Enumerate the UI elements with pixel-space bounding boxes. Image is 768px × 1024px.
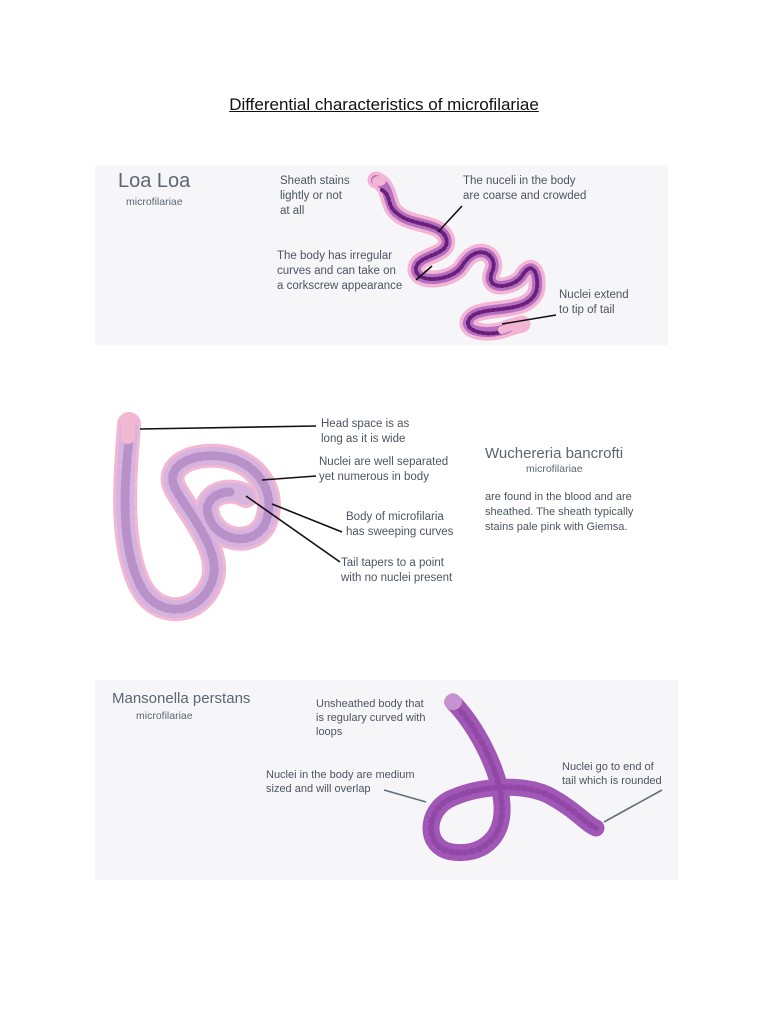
page-title: Differential characteristics of microfil… xyxy=(229,95,539,114)
loa-loa-worm-illustration xyxy=(367,171,546,341)
mansonella-title: Mansonella perstans xyxy=(112,690,251,707)
mansonella-nuclei-note: Nuclei in the body are medium sized and … xyxy=(266,769,415,795)
mansonella-pointer-lines xyxy=(383,789,663,823)
loa-loa-tail-note: Nuclei extend to tip of tail xyxy=(559,289,629,316)
wuchereria-nuclei-note: Nuclei are well separated yet numerous i… xyxy=(319,456,449,483)
wuchereria-head-note: Head space is as long as it is wide xyxy=(321,418,410,445)
loa-loa-title: Loa Loa xyxy=(118,170,191,192)
loa-loa-body-note: The body has irregular curves and can ta… xyxy=(277,250,403,292)
wuchereria-pointer-lines xyxy=(139,425,343,563)
loa-loa-sheath-note: Sheath stains lightly or not at all xyxy=(280,175,350,217)
wuchereria-tail-note: Tail tapers to a point with no nuclei pr… xyxy=(341,557,453,584)
wuchereria-description: are found in the blood and are sheathed.… xyxy=(485,491,634,533)
wuchereria-worm-illustration xyxy=(113,412,281,621)
mansonella-unsheathed-note: Unsheathed body that is regulary curved … xyxy=(316,698,426,738)
loa-loa-subtitle: microfilariae xyxy=(126,196,183,208)
mansonella-worm-illustration xyxy=(422,693,605,862)
loa-loa-nuclei-note: The nuceli in the body are coarse and cr… xyxy=(463,175,587,202)
mansonella-subtitle: microfilariae xyxy=(136,710,193,722)
mansonella-tail-note: Nuclei go to end of tail which is rounde… xyxy=(562,761,662,787)
wuchereria-curves-note: Body of microfilaria has sweeping curves xyxy=(346,511,454,538)
wuchereria-title: Wuchereria bancrofti xyxy=(485,445,624,462)
loa-loa-pointer-lines xyxy=(415,205,557,325)
wuchereria-subtitle: microfilariae xyxy=(526,463,583,475)
mansonella-panel xyxy=(95,680,678,880)
